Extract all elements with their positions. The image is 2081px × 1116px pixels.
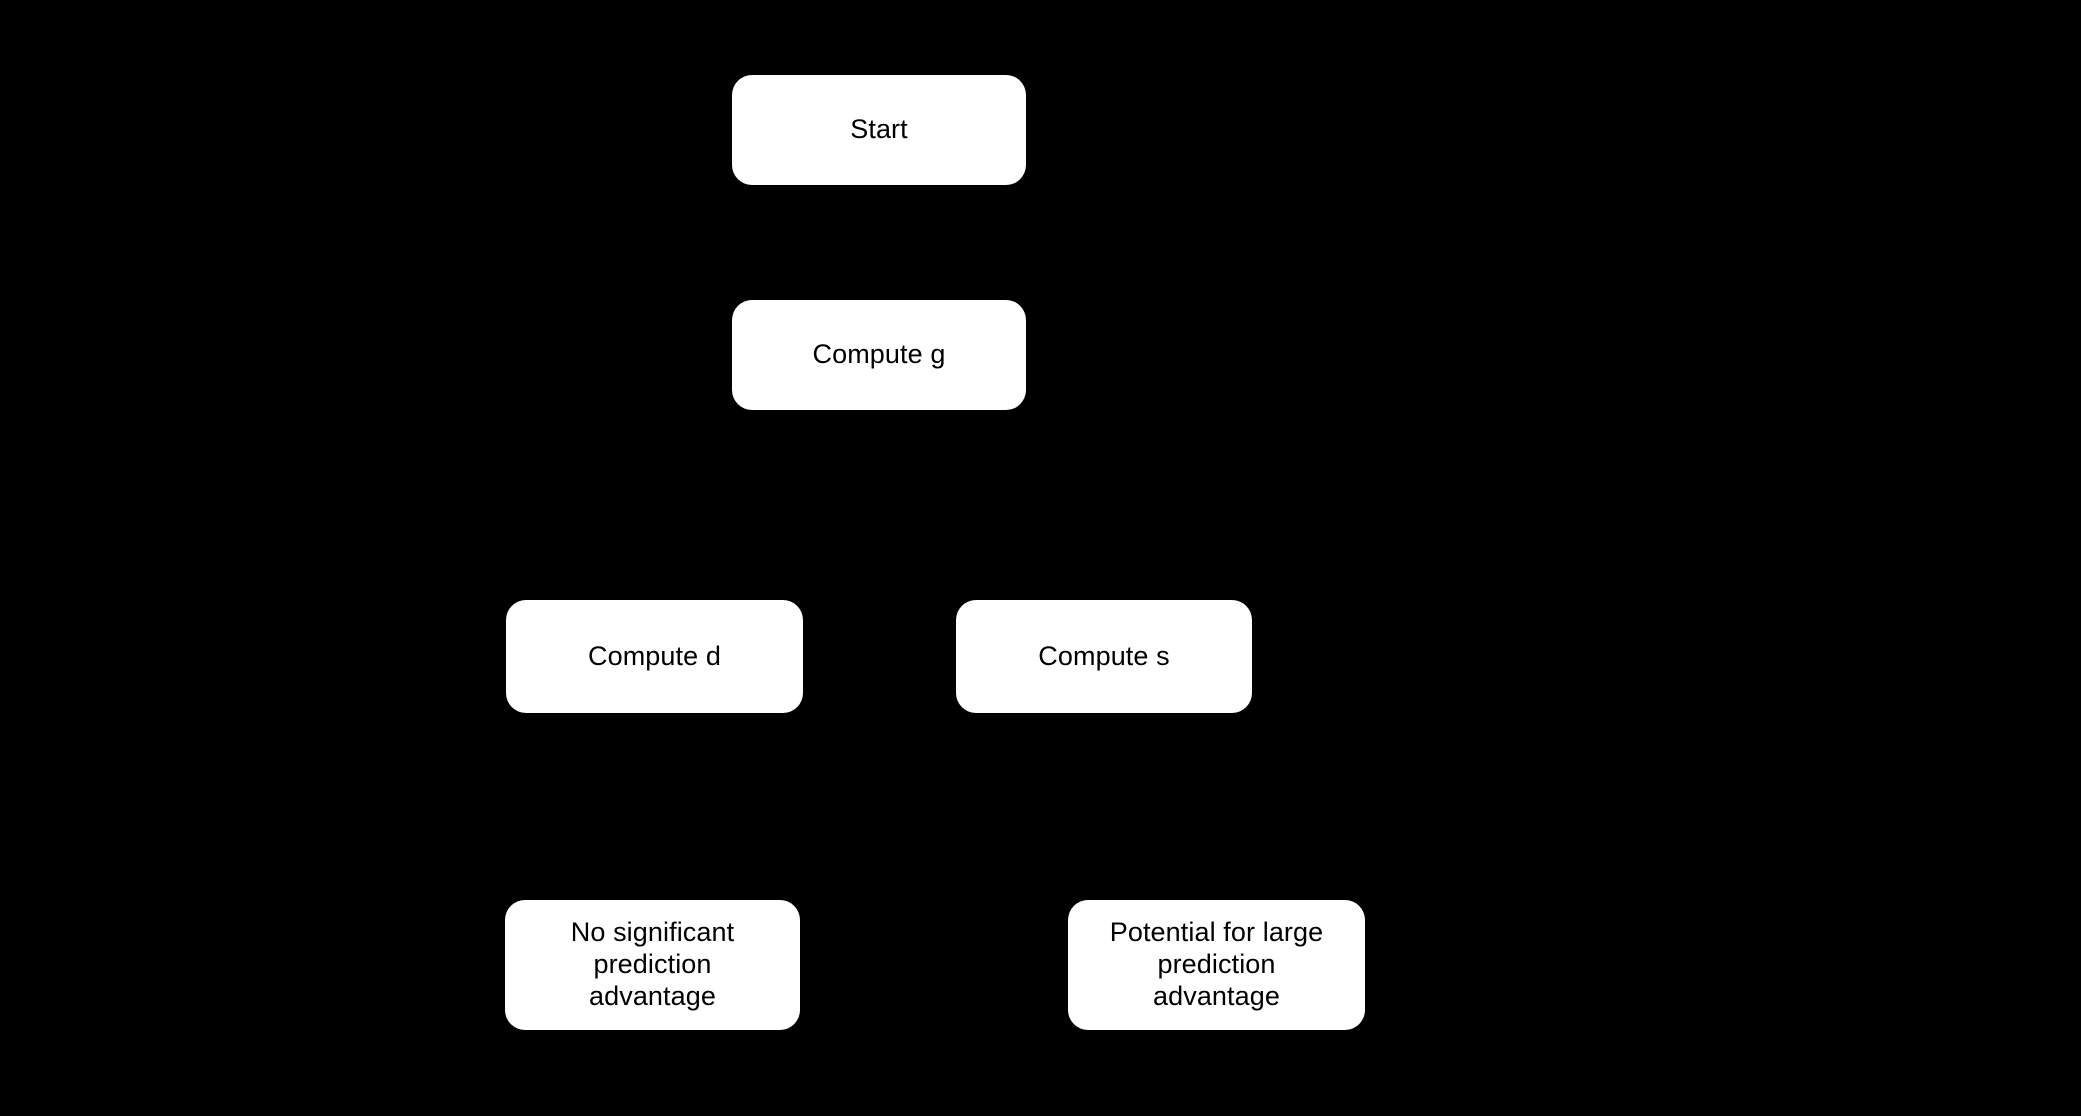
edge-compute-g-to-compute-s (877, 410, 1116, 602)
node-potential-for-large-prediction-advantage[interactable]: Potential for large prediction advantage (1068, 900, 1365, 1030)
node-potential-for-large-prediction-advantage-label: Potential for large prediction advantage (1109, 917, 1324, 1011)
node-compute-s-label: Compute s (1038, 640, 1170, 671)
node-no-significant-prediction-advantage-label: No significant prediction advantage (570, 917, 735, 1011)
node-compute-g-label: Compute g (812, 339, 946, 370)
node-compute-s[interactable]: Compute s (956, 600, 1252, 713)
node-compute-g[interactable]: Compute g (732, 300, 1026, 410)
node-start-label: Start (850, 114, 908, 145)
node-no-significant-prediction-advantage[interactable]: No significant prediction advantage (505, 900, 800, 1030)
edge-compute-g-to-compute-d (642, 410, 881, 602)
node-start[interactable]: Start (732, 75, 1026, 185)
edge-compute-s-to-large-advantage (1102, 713, 1228, 902)
node-compute-d-label: Compute d (588, 640, 721, 671)
node-compute-d[interactable]: Compute d (506, 600, 803, 713)
